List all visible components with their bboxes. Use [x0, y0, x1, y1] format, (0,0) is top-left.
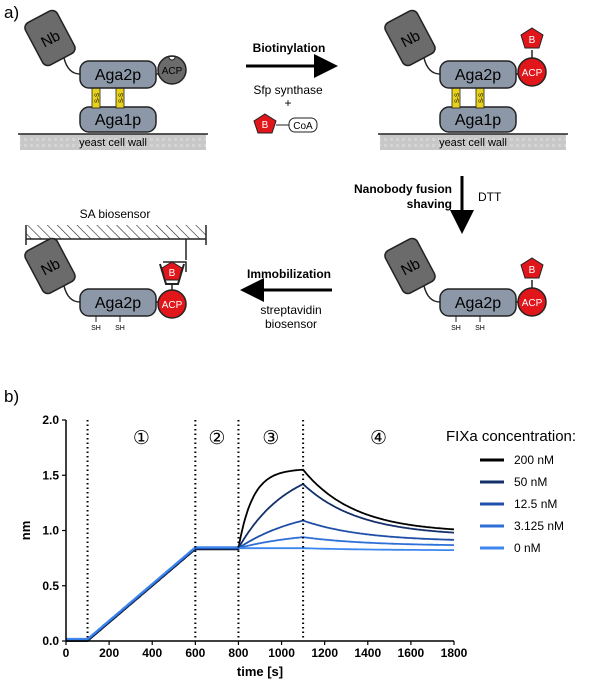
series-line	[66, 483, 454, 642]
sh-label: SH	[475, 325, 485, 332]
x-tick-label: 400	[142, 646, 162, 660]
phase-number: ③	[262, 428, 279, 449]
biotin-label: B	[529, 265, 536, 276]
biotinylation-label: Biotinylation	[253, 41, 326, 55]
acp-label: ACP	[162, 300, 183, 311]
x-tick-label: 1800	[441, 646, 468, 660]
acp-domain	[157, 55, 187, 85]
yeast-cell-wall	[20, 134, 206, 150]
x-tick-label: 1400	[354, 646, 381, 660]
immobilization-label: Immobilization	[247, 267, 331, 281]
y-tick-label: 0.5	[42, 579, 59, 593]
x-tick-label: 1600	[398, 646, 425, 660]
aga2p-label: Aga2p	[95, 295, 141, 312]
construct-immobilized: SA biosensor Aga2p SH SH Nb ACP B	[24, 207, 207, 332]
sa-biosensor-surface	[26, 225, 206, 239]
legend-entry: 0 nM	[514, 541, 541, 555]
series-line	[66, 468, 455, 642]
phase-number: ①	[133, 428, 150, 449]
legend-entry: 200 nM	[514, 453, 554, 467]
x-tick-label: 200	[99, 646, 119, 660]
legend-entry: 12.5 nM	[514, 497, 557, 511]
acp-label: ACP	[522, 68, 543, 79]
wall-label: yeast cell wall	[439, 137, 507, 149]
y-axis-label: nm	[18, 521, 33, 541]
x-tick-label: 1200	[311, 646, 338, 660]
nanobody	[384, 237, 436, 295]
chart: 0 200 400 600 800 1000 1200 1400 1600 1800 0.0 0.5 1…	[18, 413, 576, 679]
aga2p-label: Aga2p	[455, 67, 501, 84]
plus-label: +	[284, 96, 291, 110]
acp-label: ACP	[522, 298, 543, 309]
legend-title: FIXa concentration:	[446, 428, 576, 445]
legend-entry: 3.125 nM	[514, 519, 564, 533]
coa-box	[288, 117, 318, 133]
panel-b-label: b)	[4, 387, 19, 406]
biotin-label-group	[161, 261, 183, 281]
acp-label: ACP	[162, 66, 183, 77]
sfp-label: Sfp synthase	[253, 83, 323, 97]
phase-number: ④	[370, 428, 387, 449]
biotin-label: B	[169, 268, 176, 279]
x-tick-label: 800	[228, 646, 248, 660]
sh-label: SH	[91, 325, 101, 332]
y-tick-label: 1.5	[42, 468, 59, 482]
ss-label: S-S	[119, 93, 125, 103]
nanobody	[24, 9, 76, 67]
y-tick-label: 0.0	[42, 634, 59, 648]
sa-biosensor-label: SA biosensor	[80, 207, 151, 221]
y-tick-label: 2.0	[42, 413, 59, 427]
biotin-label-group	[520, 257, 544, 279]
biotin-reagent	[253, 113, 277, 134]
construct-initial: yeast cell wall Aga1p S-S S-S Aga2p Nb A…	[18, 9, 208, 150]
aga2p-label: Aga2p	[95, 67, 141, 84]
series-line	[66, 546, 454, 640]
x-tick-label: 1000	[268, 646, 295, 660]
construct-shaved: Aga2p SH SH Nb ACP B	[384, 237, 547, 332]
phase-number: ②	[208, 428, 225, 449]
nanobody	[384, 9, 436, 67]
shaving-label-2: shaving	[407, 197, 452, 211]
construct-biotinylated: yeast cell wall Aga1p S-S S-S Aga2p Nb A…	[378, 9, 568, 150]
panel-a-label: a)	[4, 3, 19, 22]
biotin-label: B	[262, 120, 269, 131]
series-line	[66, 519, 455, 641]
nanobody	[24, 237, 76, 295]
biotin-label-group	[520, 27, 544, 49]
aga1p-label: Aga1p	[95, 112, 141, 129]
x-tick-label: 0	[63, 646, 70, 660]
sa-label-1: streptavidin	[260, 303, 321, 317]
dtt-label: DTT	[478, 190, 502, 204]
ss-label: S-S	[95, 93, 101, 103]
x-tick-label: 600	[185, 646, 205, 660]
ss-label: S-S	[479, 93, 485, 103]
aga1p-label: Aga1p	[455, 112, 501, 129]
x-axis-label: time [s]	[237, 664, 283, 679]
shaving-label-1: Nanobody fusion	[354, 182, 452, 196]
series-line	[66, 536, 454, 641]
biotin-label: B	[529, 35, 536, 46]
yeast-cell-wall	[380, 134, 566, 150]
legend-entry: 50 nM	[514, 475, 547, 489]
wall-label: yeast cell wall	[79, 137, 147, 149]
sa-label-2: biosensor	[265, 317, 317, 331]
sh-label: SH	[115, 325, 125, 332]
aga2p-label: Aga2p	[455, 295, 501, 312]
coa-label: CoA	[293, 121, 313, 132]
ss-label: S-S	[455, 93, 461, 103]
sh-label: SH	[451, 325, 461, 332]
y-tick-label: 1.0	[42, 524, 59, 538]
